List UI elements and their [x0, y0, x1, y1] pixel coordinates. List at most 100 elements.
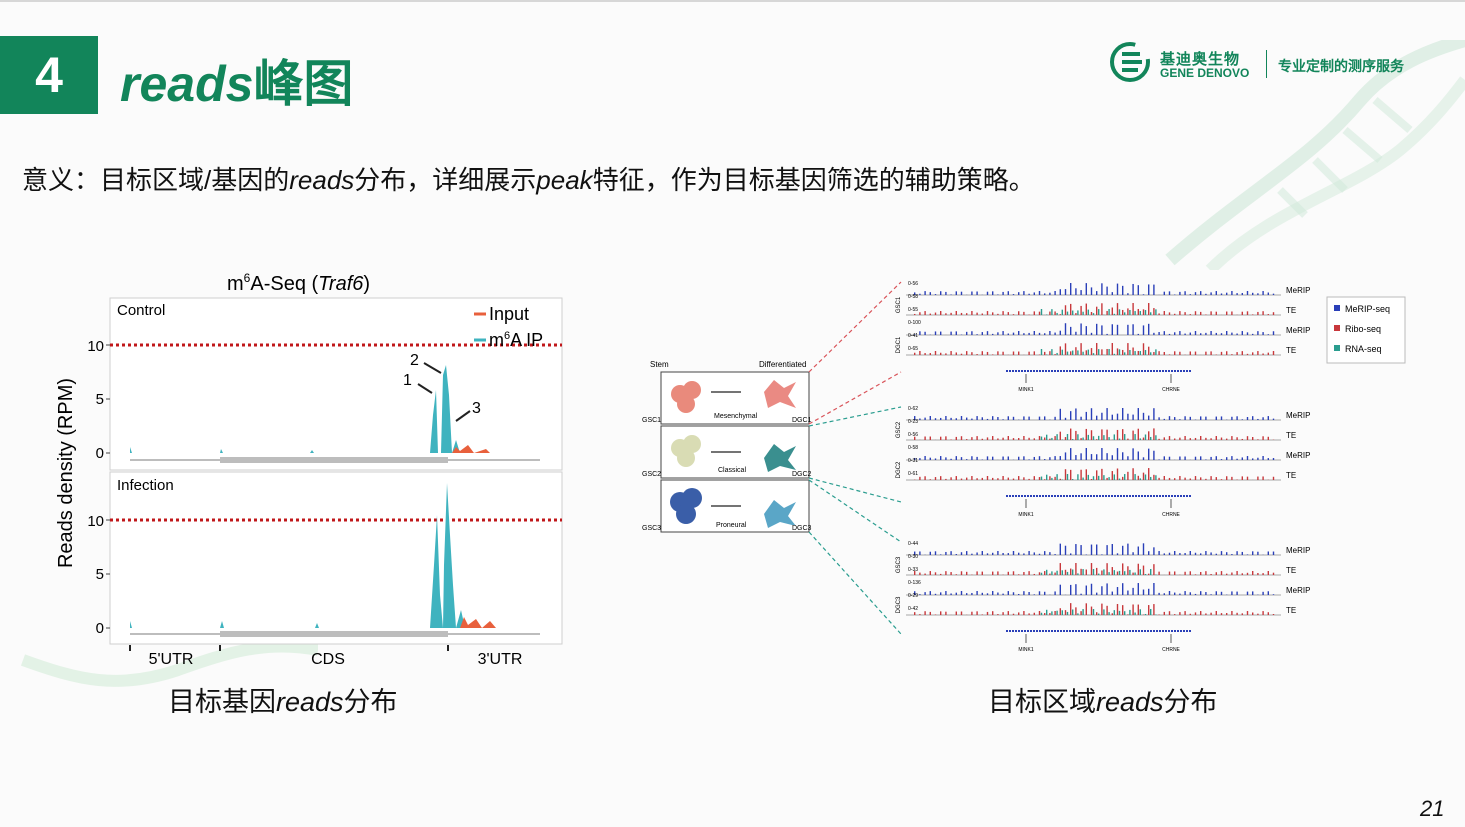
track-bar [986, 351, 989, 355]
track-bar [997, 438, 999, 440]
track-bar [1012, 314, 1015, 315]
track-bar [1059, 431, 1061, 440]
track-bar [1033, 552, 1035, 555]
gene-name: MINK1 [1018, 387, 1034, 393]
track-bar [1163, 611, 1165, 615]
track-bar [976, 416, 978, 420]
track-bar [986, 437, 989, 440]
track-bar [1272, 476, 1275, 480]
control-ytick-10: 10 [87, 338, 104, 355]
track-bar [1215, 332, 1217, 335]
track-bar-rna [1150, 352, 1152, 355]
track-bar-rna [1051, 437, 1053, 440]
track-bar [919, 351, 921, 355]
track-bar [976, 478, 978, 480]
track-bar [1267, 314, 1269, 315]
track-bar [1106, 583, 1108, 595]
track-bar [1075, 331, 1077, 335]
track-bar [992, 312, 994, 315]
track-bar [1189, 478, 1191, 480]
track-bar [1028, 571, 1030, 575]
track-bar [1070, 568, 1072, 575]
track-bar [955, 476, 957, 480]
track-bar [1153, 284, 1155, 295]
track-scale: 0-44 [908, 541, 918, 547]
track-bar [1137, 563, 1139, 575]
track-bar-rna [1046, 474, 1048, 480]
track-bar [1116, 413, 1119, 420]
track-bar-rna [1124, 312, 1126, 315]
track-bar-rna [1113, 610, 1115, 615]
track-bar [1142, 543, 1145, 555]
control-ytick-5: 5 [96, 391, 104, 408]
track-bar [1070, 283, 1072, 295]
track-bar [1064, 545, 1067, 555]
track-bar [1132, 448, 1134, 460]
track-bar [1200, 611, 1202, 615]
track-bar [960, 457, 963, 460]
track-bar [934, 572, 937, 575]
track-bar [997, 313, 999, 315]
track-bar [1122, 452, 1124, 460]
track-bar [992, 354, 994, 355]
track-bar [1090, 287, 1093, 295]
track-bar [1090, 479, 1093, 480]
track-row-label: TE [1286, 306, 1296, 315]
track-bar [1205, 551, 1207, 555]
track-bar-rna [1113, 353, 1115, 355]
track-bar [1116, 468, 1119, 480]
track-bar-rna [1051, 309, 1053, 315]
track-bar-rna [1103, 569, 1105, 575]
track-bar [1075, 544, 1077, 555]
track-bar-rna [1108, 437, 1110, 440]
section-number: 4 [0, 36, 98, 114]
annotation-2: 2 [410, 352, 419, 369]
track-bar [1127, 438, 1129, 440]
track-bar [1080, 290, 1082, 295]
track-bar [1142, 589, 1145, 595]
track-bar [1257, 311, 1259, 315]
track-bar-rna [1056, 570, 1058, 575]
track-bar [1044, 437, 1046, 440]
track-bar [1080, 611, 1082, 615]
track-bar [1049, 351, 1051, 355]
track-bar [950, 572, 952, 575]
gene-name: CHRNE [1162, 387, 1180, 393]
track-bar [940, 611, 942, 615]
track-bar [950, 294, 952, 295]
track-bar [955, 331, 957, 335]
track-bar [1194, 331, 1197, 335]
track-bar-rna [1040, 349, 1043, 355]
diff-cell-1 [764, 380, 796, 408]
stem-cell-3 [670, 488, 702, 524]
track-bar [1080, 453, 1082, 460]
track-bar [1220, 351, 1223, 355]
track-bar [1049, 476, 1051, 480]
track-bar [981, 614, 983, 615]
track-bar [1064, 417, 1067, 420]
track-bar [1075, 455, 1077, 460]
track-bar-rna [1046, 609, 1048, 615]
track-bar [1075, 584, 1077, 595]
track-bar [1267, 436, 1269, 440]
track-bar [955, 352, 957, 355]
track-bar [1106, 605, 1108, 615]
track-bar-rna [1108, 612, 1110, 615]
diff-cell-3 [764, 500, 796, 528]
cell-type-2: Classical [718, 467, 746, 474]
track-bar [1028, 613, 1030, 615]
track-bar [1033, 438, 1035, 440]
track-bar [1090, 430, 1093, 440]
track-bar [1127, 614, 1129, 615]
track-bar [1231, 476, 1233, 480]
track-bar [1153, 474, 1155, 480]
track-bar [1194, 311, 1197, 315]
track-bar [1189, 613, 1191, 615]
track-bar [940, 291, 942, 295]
track-bar [1158, 571, 1160, 575]
track-bar [1179, 456, 1181, 460]
dna-watermark-bottom [20, 640, 318, 687]
infection-input-peaks [460, 617, 496, 628]
track-bar [1106, 333, 1108, 335]
track-bar-rna [1155, 574, 1157, 575]
